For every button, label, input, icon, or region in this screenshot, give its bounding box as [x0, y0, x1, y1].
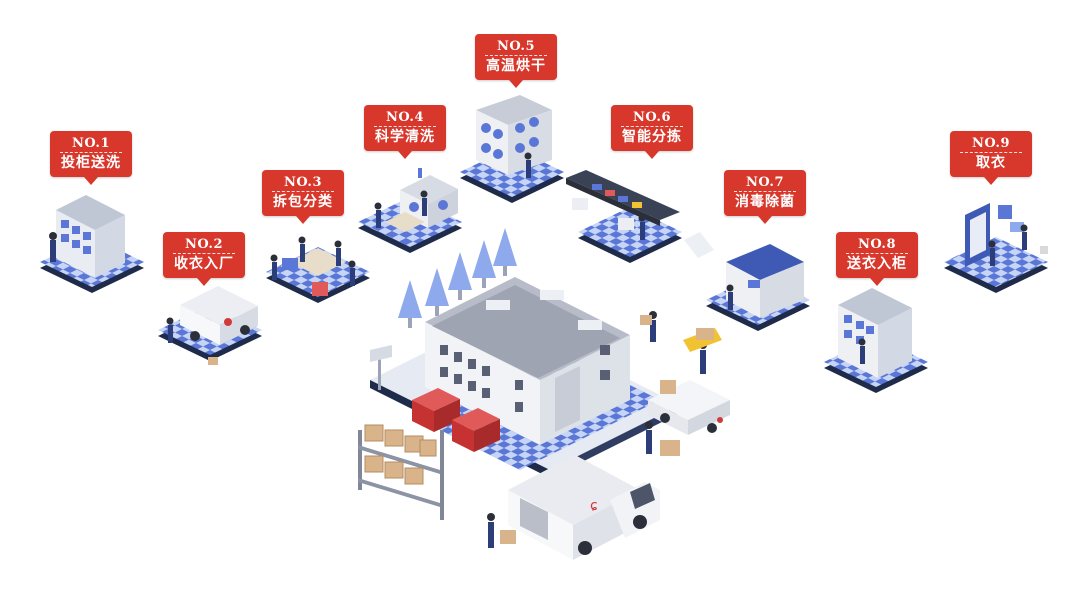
step-tag-5: NO.5 高温烘干 [475, 34, 557, 88]
step-number: NO.6 [632, 110, 672, 125]
step-tag-3: NO.3 拆包分类 [262, 170, 344, 224]
step-number: NO.3 [283, 175, 323, 190]
step-tag-9: NO.9 取衣 [950, 131, 1032, 185]
step-label: 科学清洗 [375, 129, 435, 145]
step-tag-4: NO.4 科学清洗 [364, 105, 446, 159]
step-tag-8: NO.8 送衣入柜 [836, 232, 918, 286]
step-tag-6: NO.6 智能分拣 [611, 105, 693, 159]
step-label: 取衣 [976, 155, 1006, 171]
delivery-van [648, 380, 730, 435]
tag-divider [734, 191, 796, 192]
step-label: 送衣入柜 [847, 256, 907, 272]
scene-5-dryer [460, 95, 564, 203]
scene-9-pickup [944, 203, 1048, 293]
tag-divider [173, 253, 235, 254]
step-label: 消毒除菌 [735, 194, 795, 210]
svg-text:ɕ: ɕ [590, 498, 598, 514]
factory-building [425, 277, 630, 445]
warehouse-shelves [358, 424, 444, 520]
scene-1-locker [40, 195, 144, 293]
red-bins [412, 388, 500, 452]
step-tag-7: NO.7 消毒除菌 [724, 170, 806, 224]
scene-3-sorting [266, 236, 370, 303]
step-tag-2: NO.2 收衣入厂 [163, 232, 245, 286]
step-number: NO.2 [184, 237, 224, 252]
step-number: NO.1 [71, 136, 111, 151]
scene-4-washing [358, 168, 462, 253]
scene-7-disinfection [706, 244, 810, 331]
scene-8-locker [824, 288, 928, 393]
tag-divider [846, 253, 908, 254]
step-label: 收衣入厂 [174, 256, 234, 272]
step-label: 拆包分类 [273, 194, 333, 210]
tag-divider [621, 126, 683, 127]
trees [398, 228, 517, 328]
step-number: NO.4 [385, 110, 425, 125]
step-number: NO.5 [496, 39, 536, 54]
delivery-truck: ɕ [508, 455, 660, 560]
step-label: 智能分拣 [622, 129, 682, 145]
step-number: NO.9 [971, 136, 1011, 151]
step-number: NO.8 [857, 237, 897, 252]
tag-divider [960, 152, 1022, 153]
scene-2-van [158, 286, 262, 365]
step-label: 投柜送洗 [61, 155, 121, 171]
step-label: 高温烘干 [486, 58, 546, 74]
step-tag-1: NO.1 投柜送洗 [50, 131, 132, 185]
step-number: NO.7 [745, 175, 785, 190]
central-factory: ɕ [358, 228, 730, 560]
tag-divider [272, 191, 334, 192]
workers [487, 311, 722, 548]
scene-6-conveyor [566, 170, 714, 263]
tag-divider [374, 126, 436, 127]
tag-divider [485, 55, 547, 56]
tag-divider [60, 152, 122, 153]
